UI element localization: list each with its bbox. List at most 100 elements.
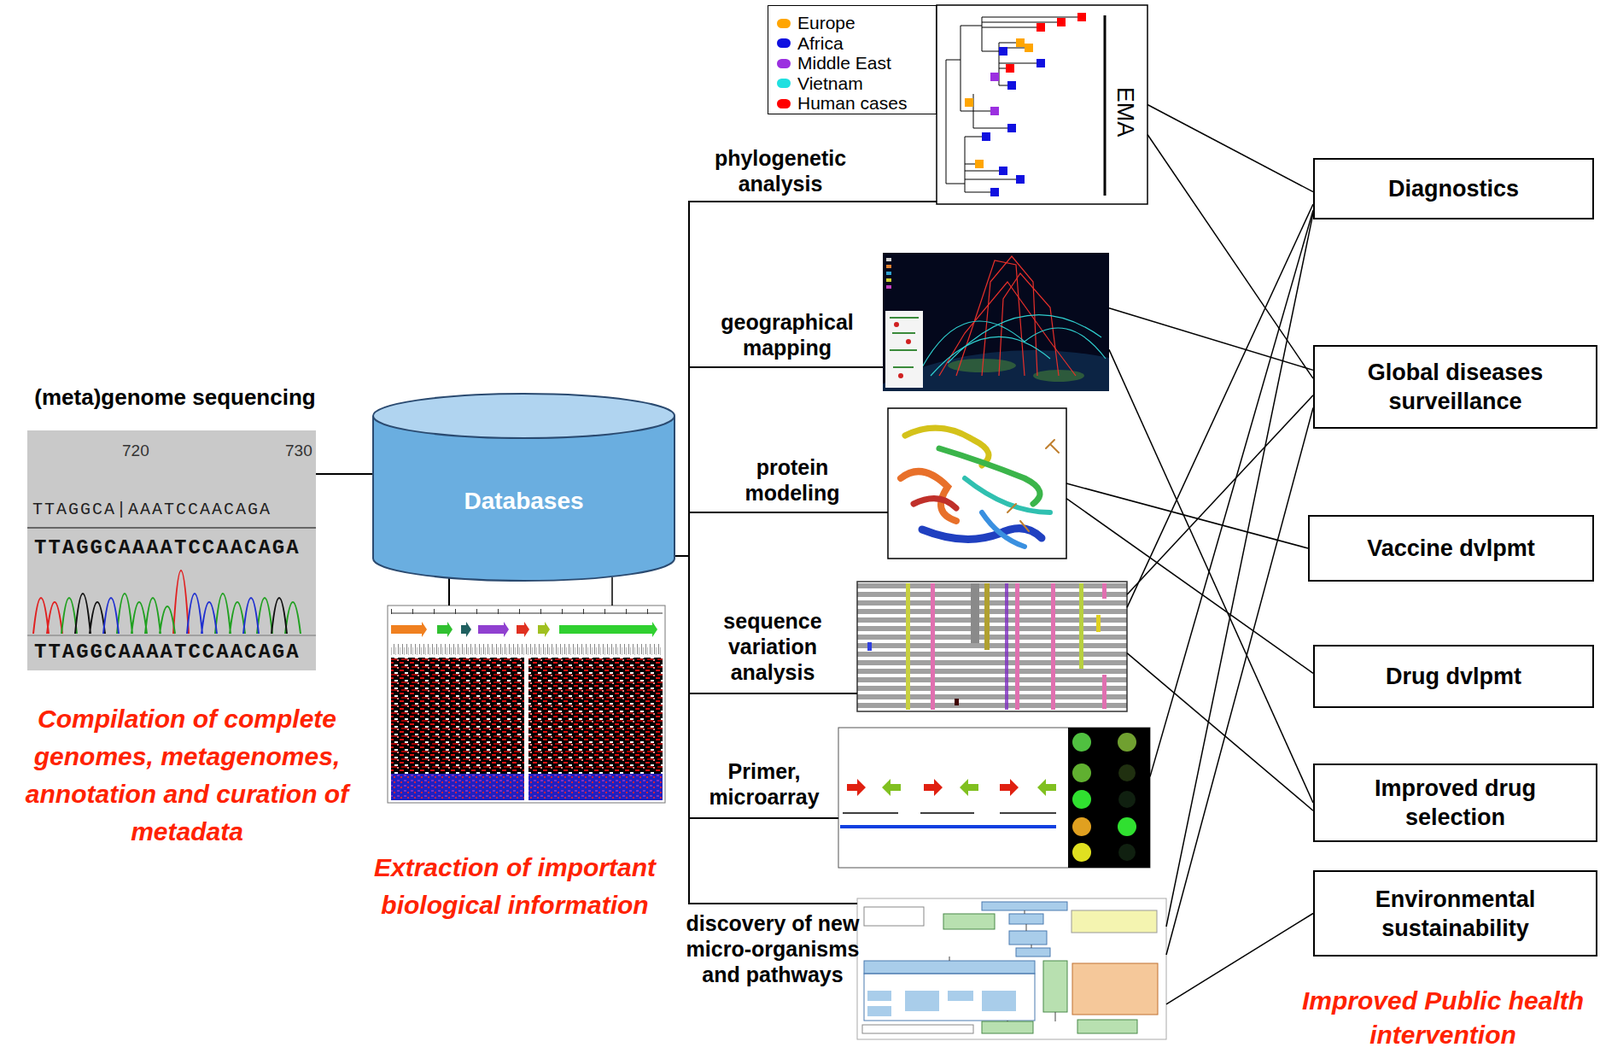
illustration-part (1009, 913, 1044, 924)
illustration-part (981, 1021, 1034, 1034)
illustration-part (947, 315, 1102, 363)
legend-swatch (776, 38, 791, 48)
chromatogram (27, 430, 316, 671)
legend-text: Human cases (797, 93, 907, 114)
illustration-part (846, 778, 866, 796)
phylogenetic-tree (936, 5, 1148, 205)
legend-row: Africa (776, 33, 844, 54)
illustration-part (1036, 23, 1046, 32)
illustration-part (867, 1005, 892, 1017)
connector (1127, 395, 1314, 595)
illustration-part (867, 990, 892, 1001)
illustration-part (103, 593, 259, 634)
section-label: phylogenetic analysis (694, 145, 866, 197)
illustration-part (981, 901, 1068, 911)
illustration-part (1117, 817, 1137, 836)
illustration-part (930, 336, 1051, 376)
primer-microarray (838, 727, 1151, 868)
illustration-part (885, 310, 923, 388)
illustration-part (391, 613, 663, 614)
illustration-part (886, 285, 892, 289)
node-label: Diagnostics (1388, 174, 1519, 204)
legend-swatch (776, 99, 791, 109)
illustration-part (1071, 910, 1157, 933)
connector (1066, 498, 1314, 674)
illustration-part (27, 635, 316, 637)
illustration-part (1037, 778, 1057, 796)
illustration-part (840, 824, 1057, 829)
position-number: 730 (285, 441, 313, 461)
legend-box: EuropeAfricaMiddle EastVietnamHuman case… (767, 5, 937, 115)
connector (1166, 913, 1314, 1005)
illustration-part (964, 98, 974, 107)
process-box: Global diseases surveillance (1313, 344, 1598, 429)
illustration-part (898, 373, 904, 379)
legend-row: Vietnam (776, 73, 864, 94)
illustration-part (990, 72, 999, 82)
illustration-part (1072, 763, 1092, 783)
illustration-part (1117, 732, 1137, 752)
illustration-part (461, 621, 472, 637)
legend-row: Human cases (776, 93, 907, 114)
illustration-part (998, 273, 1059, 376)
illustration-panel: Extraction of important biological infor… (387, 605, 666, 803)
sequence-text: TTAGGCAAAATCCAACAGA (34, 640, 301, 665)
illustration-part (391, 608, 663, 614)
box-content: Global diseases surveillance (1314, 354, 1596, 420)
section-label: protein modeling (715, 454, 870, 506)
illustration-part (881, 778, 1057, 796)
connector (1109, 349, 1314, 803)
illustration-panel: Primer, microarray (838, 727, 1151, 868)
illustration-part (1102, 583, 1107, 599)
legend-row: Middle East (776, 52, 892, 74)
illustration-part (981, 990, 1017, 1011)
illustration-part (867, 642, 872, 651)
legend-swatch (776, 78, 791, 88)
illustration-part (936, 5, 1148, 205)
connector (1147, 105, 1314, 193)
illustration-panel: phylogenetic analysisEMA (936, 5, 1148, 205)
illustration-part (857, 581, 1128, 712)
illustration-part (1072, 817, 1092, 836)
legend-text: Middle East (797, 52, 892, 74)
illustration-part (1072, 842, 1092, 862)
illustration-part (1056, 17, 1066, 27)
process-box: Vaccine dvlpmt (1308, 514, 1595, 582)
geo-map (882, 252, 1110, 392)
connector (1166, 213, 1314, 927)
illustration-part (984, 583, 990, 650)
node-label: Vaccine dvlpmt (1366, 533, 1536, 563)
cylinder-shape (372, 392, 676, 582)
illustration-part (1007, 123, 1017, 133)
illustration-part (1016, 38, 1025, 47)
illustration-part (1007, 81, 1017, 90)
illustration-part (905, 583, 911, 710)
connector (1066, 483, 1309, 549)
illustration-part (900, 471, 957, 521)
illustration-part (886, 278, 892, 282)
illustration-part (33, 570, 301, 634)
illustration-part (524, 657, 529, 800)
illustration-part (1043, 960, 1068, 1012)
process-box: Drug dvlpmt (1313, 644, 1595, 708)
section-label: geographical mapping (701, 309, 873, 361)
illustration-part (391, 642, 663, 656)
illustration-part (387, 605, 666, 803)
connector (315, 472, 373, 475)
illustration-part (905, 338, 911, 345)
illustration-panel: protein modeling (887, 408, 1067, 559)
illustration-part (999, 778, 1019, 796)
illustration-part (27, 430, 316, 671)
sequence-alignment (857, 581, 1128, 712)
illustration-part (945, 17, 1078, 193)
illustration-part (922, 315, 1106, 376)
illustration-part (954, 698, 959, 706)
database-cylinder: Databases (372, 392, 676, 582)
illustration-part (1007, 439, 1059, 532)
connector (675, 555, 839, 818)
illustration-part (1036, 58, 1046, 68)
legend-row: Europe (776, 12, 856, 34)
illustration-part (923, 778, 943, 796)
node-label: Drug dvlpmt (1385, 661, 1522, 691)
